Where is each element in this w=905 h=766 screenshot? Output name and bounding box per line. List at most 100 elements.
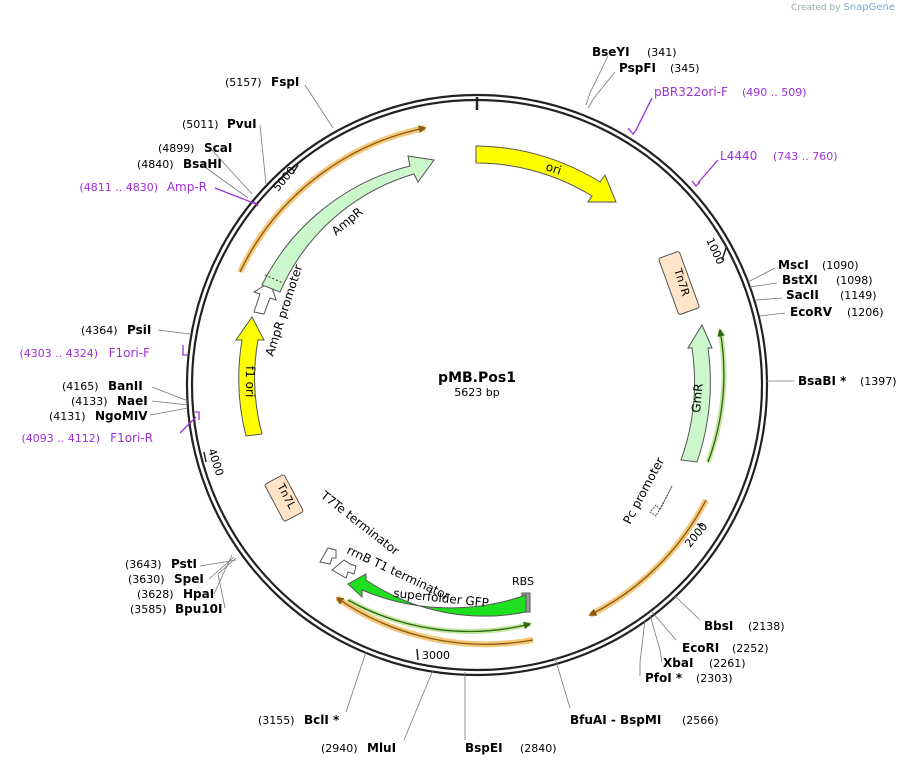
feature-f1-ori[interactable]: f1 ori [235,316,265,437]
site-name-xbai: XbaI [663,656,693,670]
plasmid-name: pMB.Pos1 [438,370,516,386]
site-name-bsabi: BsaBI * [798,374,847,388]
site-pos-ecori: (2252) [732,642,769,655]
primer-range-amp-r: (4811 .. 4830) [79,181,158,194]
feature-ori[interactable]: ori [475,145,617,203]
created-by-label: Created by [791,3,841,13]
primer-name-pbr322ori-f: pBR322ori-F [654,85,728,99]
primer-mark-f1ori-r [195,411,200,420]
feature-tn7l[interactable]: Tn7L [264,474,304,522]
primer-labels: pBR322ori-F (490 .. 509) L4440 (743 .. 7… [19,85,837,445]
translation-arcs [237,125,727,648]
site-pos-bfuai-bspmi: (2566) [682,714,719,727]
gfp-translation-line-green [347,599,532,633]
site-pos-pvui: (5011) [182,118,219,131]
site-name-naei: NaeI [117,394,148,408]
primer-name-l4440: L4440 [720,149,757,163]
feature-label-gmr: GmR [689,383,706,413]
primer-mark-l4440 [691,180,701,187]
site-name-bcli: BclI * [304,713,340,727]
ruler-label-4000: 4000 [205,447,226,478]
primer-mark-f1ori-f [182,345,188,356]
site-name-bseyi: BseYI [592,45,630,59]
plasmid-length: 5623 bp [454,386,499,399]
site-pos-spei: (3630) [128,573,165,586]
site-pos-fspi: (5157) [225,76,262,89]
gfp-translation-line-orange [588,499,707,616]
site-name-pfoi: PfoI * [645,671,683,685]
site-pos-pspfi: (345) [670,62,700,75]
site-pos-bstxi: (1098) [836,274,873,287]
feature-label-rbs: RBS [512,575,534,588]
primer-range-f1ori-r: (4093 .. 4112) [21,432,100,445]
gfp-translation-arc-orange [588,498,709,618]
gm-translation-line [707,328,725,463]
site-name-ecorv: EcoRV [790,305,833,319]
site-pos-psii: (4364) [81,324,118,337]
site-name-scai: ScaI [204,141,232,155]
site-name-bstxi: BstXI [782,273,818,287]
feature-pc-promoter[interactable]: Pc promoter [620,455,673,526]
site-name-bspei: BspEI [465,741,503,755]
site-pos-psti: (3643) [125,558,162,571]
site-name-pvui: PvuI [227,117,257,131]
site-pos-hpai: (3628) [137,588,174,601]
primers [179,97,719,434]
snapgene-watermark: Created by SnapGene [791,2,895,13]
site-name-ecori: EcoRI [682,641,719,655]
site-name-ngomiv: NgoMIV [95,409,148,423]
ruler-label-3000: 3000 [422,649,450,662]
site-pos-msci: (1090) [822,259,859,272]
site-pos-bsahi: (4840) [137,158,174,171]
site-pos-naei: (4133) [71,395,108,408]
site-pos-bpu10i: (3585) [130,603,167,616]
feature-tn7r[interactable]: Tn7R [658,251,700,315]
site-pos-xbai: (2261) [709,657,746,670]
site-name-bpu10i: Bpu10I [175,602,222,616]
site-labels: BseYI (341) PspFI (345) MscI (1090) BstX… [49,45,897,755]
site-pos-bsabi: (1397) [860,375,897,388]
amp-translation-line [239,125,427,273]
site-name-msci: MscI [778,258,809,272]
primer-name-f1ori-f: F1ori-F [109,346,150,360]
site-pos-bspei: (2840) [520,742,557,755]
site-name-bsahi: BsaHI [183,157,222,171]
site-name-mlui: MluI [367,741,396,755]
snapgene-logo-text: SnapGene [843,2,895,13]
feature-gmr[interactable]: GmR [680,323,713,463]
site-leaders [149,55,794,741]
plasmid-backbone [185,93,769,677]
site-name-banii: BanII [108,379,143,393]
site-name-fspi: FspI [271,75,299,89]
feature-label-f1-ori: f1 ori [243,366,257,397]
primer-name-f1ori-r: F1ori-R [110,431,153,445]
site-pos-bseyi: (341) [647,46,677,59]
site-name-bfuai-bspmi: BfuAI - BspMI [570,713,661,727]
site-name-psii: PsiI [127,323,151,337]
site-pos-ngomiv: (4131) [49,410,86,423]
site-name-sacii: SacII [786,288,819,302]
ruler-ticks [203,164,727,661]
site-pos-banii: (4165) [62,380,99,393]
feature-label-ori: ori [544,160,563,178]
primer-range-l4440: (743 .. 760) [773,150,838,163]
site-name-psti: PstI [171,557,197,571]
site-pos-ecorv: (1206) [847,306,884,319]
site-pos-bbsi: (2138) [748,620,785,633]
primer-range-pbr322ori-f: (490 .. 509) [742,86,807,99]
site-pos-scai: (4899) [158,142,195,155]
site-pos-mlui: (2940) [321,742,358,755]
ruler-label-5000: 5000 [270,164,298,194]
site-name-pspfi: PspFI [619,61,656,75]
site-pos-pfoi: (2303) [696,672,733,685]
primer-mark-pbr322ori-f [627,127,638,136]
site-name-hpai: HpaI [183,587,214,601]
site-name-bbsi: BbsI [704,619,733,633]
primer-range-f1ori-f: (4303 .. 4324) [19,347,98,360]
primer-name-amp-r: Amp-R [167,180,207,194]
bottom-orange-line [335,597,534,645]
site-name-spei: SpeI [174,572,204,586]
site-pos-sacii: (1149) [840,289,877,302]
amp-translation-arc [237,125,426,274]
